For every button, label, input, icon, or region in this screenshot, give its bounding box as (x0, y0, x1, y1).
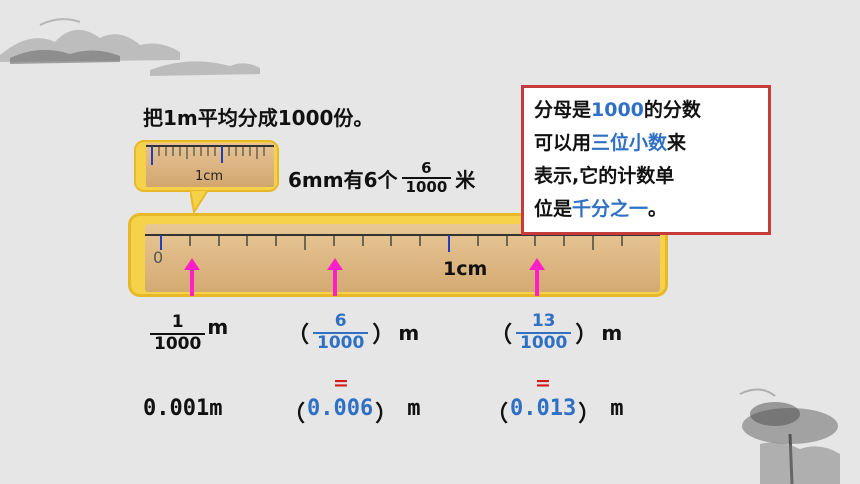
main-ruler-ticks (145, 234, 660, 252)
info-line-3: 表示,它的计数单 (534, 165, 675, 187)
equals-sign-1: = (333, 372, 349, 394)
info-line-2: 可以用三位小数来 (534, 132, 687, 154)
ink-landscape-decoration (0, 18, 260, 76)
arrow-6mm (327, 258, 343, 296)
mm-equation: 6mm有6个 6 1000 米 (288, 159, 476, 197)
decimal-0013-row: （ 0.013 ） m (486, 396, 624, 427)
equation-fraction: 6 1000 (401, 159, 452, 197)
decimal-0001: 0.001m (143, 396, 223, 421)
decimal-0006-row: （ 0.006 ） m (283, 396, 421, 427)
equation-prefix: 6mm有6个 (288, 167, 398, 192)
fraction-numerator: 6 (421, 159, 432, 177)
equation-suffix: 米 (455, 167, 476, 192)
fraction-denominator: 1000 (405, 178, 448, 197)
zoom-ruler: 1cm (146, 143, 274, 187)
equals-sign-2: = (535, 372, 551, 394)
answer-decimal-0013: 0.013 (510, 396, 577, 421)
lotus-ink-decoration (739, 388, 840, 484)
intro-text: 把1m平均分成1000份。 (143, 106, 374, 130)
main-ruler-label: 1cm (443, 258, 488, 280)
arrow-13mm (529, 258, 545, 296)
info-card: 分母是1000的分数 可以用三位小数来 表示,它的计数单 位是千分之一。 (521, 85, 771, 235)
ruler-zero-label: 0 (153, 248, 164, 267)
zoom-ruler-label: 1cm (195, 169, 224, 184)
main-ruler: 0 1cm (145, 224, 660, 292)
zoom-ruler-ticks (146, 145, 274, 165)
info-line-4: 位是千分之一。 (534, 198, 668, 220)
arrow-1mm (184, 258, 200, 296)
answer-decimal-0006: 0.006 (307, 396, 374, 421)
info-line-1: 分母是1000的分数 (534, 99, 701, 121)
callout-pointer (190, 190, 208, 215)
